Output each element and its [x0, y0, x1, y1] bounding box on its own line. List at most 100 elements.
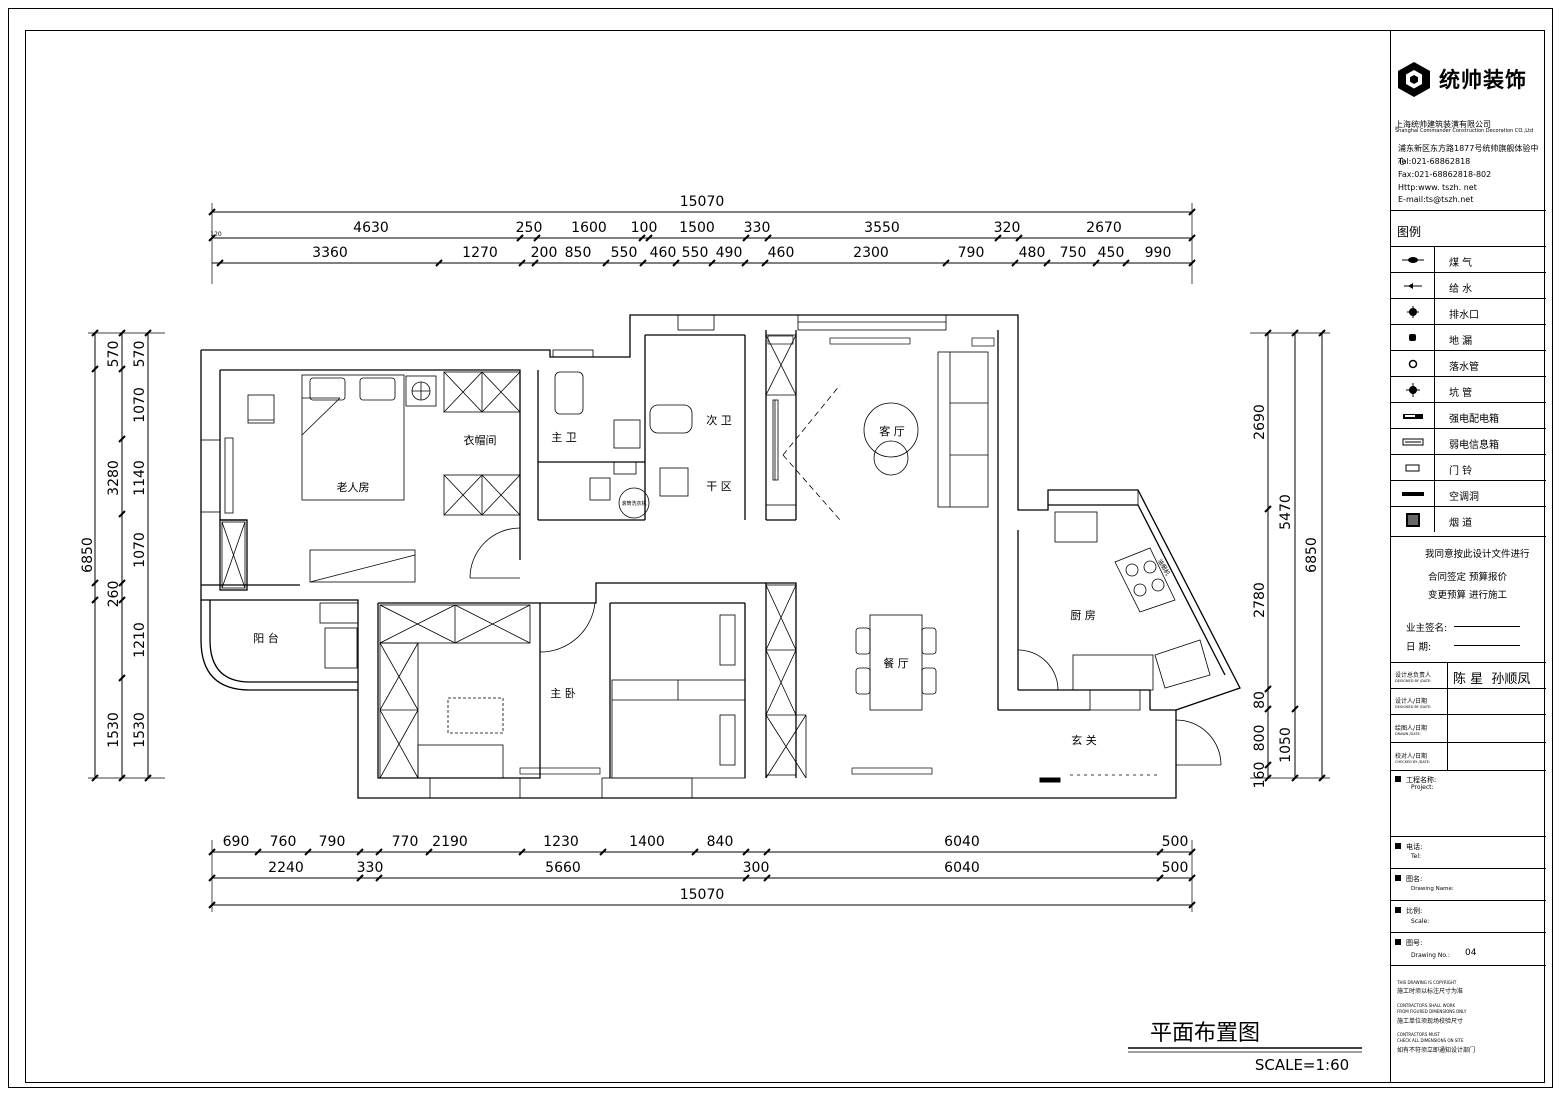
designer-head-row: 设计总负责人 DESIGNED BY /DATE: 陈 星 孙顺凤	[1391, 662, 1546, 689]
room-dry: 干 区	[706, 480, 732, 493]
svg-text:330: 330	[357, 860, 384, 876]
hexagon-logo-icon	[1398, 62, 1430, 97]
svg-text:5660: 5660	[545, 860, 581, 876]
svg-text:1270: 1270	[462, 245, 498, 261]
svg-text:500: 500	[1162, 834, 1189, 850]
svg-text:460: 460	[768, 245, 795, 261]
room-closet: 衣帽间	[464, 433, 497, 447]
room-dining: 餐 厅	[883, 656, 909, 670]
checked-row: 校对人/日期 CHECKED BY /DATE:	[1391, 742, 1546, 771]
dimension-texts: 15070 4630 250 1600 100 1500 330 3550 32…	[210, 194, 1188, 903]
svg-text:1070: 1070	[132, 532, 148, 568]
floor-drain-icon	[1408, 333, 1416, 341]
svg-text:1530: 1530	[106, 712, 122, 748]
svg-text:4630: 4630	[353, 220, 389, 236]
tel-field: 电话: Tel:	[1391, 836, 1546, 868]
title-block: 统帅装饰 上海统帅建筑装潢有限公司 Shanghai Commander Con…	[1390, 30, 1546, 1083]
svg-text:6850: 6850	[1304, 537, 1320, 573]
svg-text:840: 840	[707, 834, 734, 850]
weak-box-icon	[1402, 438, 1423, 445]
svg-text:990: 990	[1145, 245, 1172, 261]
svg-text:770: 770	[392, 834, 419, 850]
room-elder: 老人房	[337, 481, 370, 494]
drawn-row: 绘图人/日期 DRAWN /DATE:	[1391, 714, 1546, 743]
dim-bottom-total: 15070	[680, 887, 725, 903]
room-kitchen: 厨 房	[1070, 609, 1096, 622]
svg-text:160: 160	[1252, 762, 1268, 789]
floor-plan: 15070 4630 250 1600 100 1500 330 3550 32…	[80, 194, 1362, 1074]
drawing-title: 平面布置图	[1150, 1021, 1260, 1046]
dim-top-total: 15070	[680, 194, 725, 210]
svg-text:490: 490	[716, 245, 743, 261]
furniture	[224, 351, 1211, 779]
svg-text:2780: 2780	[1252, 582, 1268, 618]
company-logo: 统帅装饰	[1395, 60, 1527, 98]
svg-text:480: 480	[1019, 245, 1046, 261]
legend-item: 落水管	[1391, 350, 1546, 376]
svg-text:1070: 1070	[132, 387, 148, 423]
legend-item: 空调洞	[1391, 480, 1546, 506]
legend-item: 强电配电箱	[1391, 402, 1546, 428]
company-fax: Fax:021-68862818-802	[1398, 170, 1492, 179]
pit-pipe-icon	[1405, 382, 1420, 397]
flue-icon	[1405, 512, 1420, 527]
scale-label: SCALE=1:60	[1255, 1056, 1349, 1074]
svg-text:300: 300	[743, 860, 770, 876]
svg-text:1600: 1600	[571, 220, 607, 236]
svg-text:100: 100	[631, 220, 658, 236]
svg-text:790: 790	[319, 834, 346, 850]
svg-text:570: 570	[106, 341, 122, 368]
legend-item: 地 漏	[1391, 324, 1546, 350]
legend-item: 坑 管	[1391, 376, 1546, 402]
legend-item: 给 水	[1391, 272, 1546, 298]
dimension-texts-vertical: 6850 570 3280 260 1530 570 1070 1140 107…	[80, 341, 1320, 789]
svg-text:320: 320	[994, 220, 1021, 236]
svg-text:1210: 1210	[132, 622, 148, 658]
logo-text: 统帅装饰	[1439, 68, 1527, 92]
legend-item: 烟 道	[1391, 506, 1546, 532]
water-supply-icon	[1403, 282, 1422, 289]
company-name-cn: 上海统帅建筑装潢有限公司	[1395, 120, 1491, 129]
drawing-name-field: 图名: Drawing Name:	[1391, 868, 1546, 900]
svg-text:3280: 3280	[106, 460, 122, 496]
drain-outlet-icon	[1406, 305, 1419, 318]
svg-text:750: 750	[1060, 245, 1087, 261]
svg-text:760: 760	[270, 834, 297, 850]
legend-item: 煤 气	[1391, 246, 1546, 272]
legend-title: 图例	[1397, 225, 1422, 239]
power-box-icon	[1402, 413, 1423, 419]
drawing-number: 04	[1465, 948, 1477, 958]
room-living: 客 厅	[879, 424, 905, 438]
drawing-no-field: 图号: Drawing No.: 04	[1391, 932, 1546, 965]
svg-text:1140: 1140	[132, 460, 148, 496]
svg-text:2300: 2300	[853, 245, 889, 261]
company-name-en: Shanghai Commander Construction Decorati…	[1395, 128, 1534, 134]
svg-text:5470: 5470	[1278, 494, 1294, 530]
svg-text:790: 790	[958, 245, 985, 261]
label-washer: 滚筒洗衣机	[621, 500, 646, 507]
svg-text:800: 800	[1252, 725, 1268, 752]
gas-icon	[1401, 256, 1424, 263]
doors	[469, 384, 1222, 766]
svg-text:6850: 6850	[80, 537, 96, 573]
svg-text:550: 550	[611, 245, 638, 261]
designer-row: 设计人/日期 DESIGNED BY /DATE:	[1391, 688, 1546, 715]
svg-text:80: 80	[1252, 691, 1268, 709]
svg-text:200: 200	[531, 245, 558, 261]
room-master: 主 卧	[550, 687, 576, 700]
ac-hole-icon	[1401, 491, 1424, 496]
svg-text:2690: 2690	[1252, 404, 1268, 440]
scale-field: 比例: Scale:	[1391, 900, 1546, 932]
svg-text:1530: 1530	[132, 712, 148, 748]
walls	[200, 314, 1241, 799]
room-labels: 老人房 衣帽间 主 卫 次 卫 干 区 客 厅 阳 台 主 卧 餐 厅 厨 房 …	[253, 413, 1171, 747]
notes: THIS DRAWING IS COPYRIGHT 施工时须以标注尺寸为准 CO…	[1391, 965, 1546, 1083]
dimension-lines	[94, 211, 1323, 906]
svg-text:1500: 1500	[679, 220, 715, 236]
svg-text:120: 120	[210, 231, 222, 238]
room-balcony: 阳 台	[253, 631, 279, 645]
legend-item: 排水口	[1391, 298, 1546, 324]
company-tel: Tel:021-68862818	[1398, 157, 1471, 166]
downpipe-icon	[1408, 359, 1417, 368]
svg-text:550: 550	[682, 245, 709, 261]
